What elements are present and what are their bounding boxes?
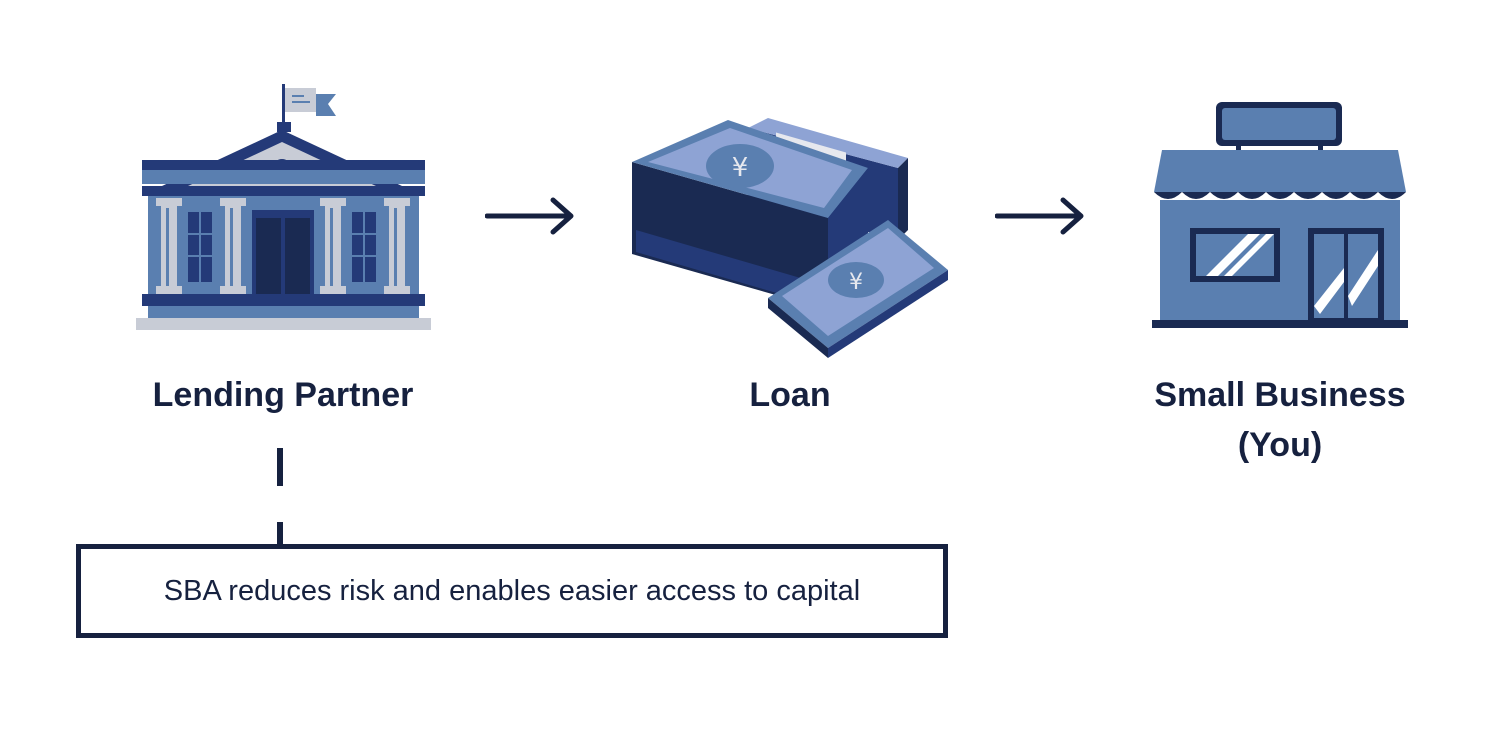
small-business-label-line2: (You)	[1237, 426, 1323, 464]
lending-partner-label: Lending Partner	[152, 376, 414, 414]
svg-text:¥: ¥	[849, 270, 863, 295]
loan-label: Loan	[749, 376, 831, 414]
small-business-label: Small Business (You)	[1120, 370, 1440, 470]
arrow-right-icon	[995, 197, 1084, 235]
bank-building-icon	[136, 84, 431, 330]
sba-note-text: SBA reduces risk and enables easier acce…	[163, 574, 861, 607]
small-business-label-line1: Small Business	[1154, 376, 1406, 414]
svg-text:¥: ¥	[732, 153, 749, 183]
connector-dash	[277, 522, 283, 546]
storefront-icon	[1152, 102, 1408, 328]
sba-note-box: SBA reduces risk and enables easier acce…	[76, 544, 948, 638]
connector-dash	[277, 448, 283, 486]
arrow-right-icon	[485, 197, 574, 235]
money-stack-icon: ¥ ¥	[632, 118, 948, 358]
